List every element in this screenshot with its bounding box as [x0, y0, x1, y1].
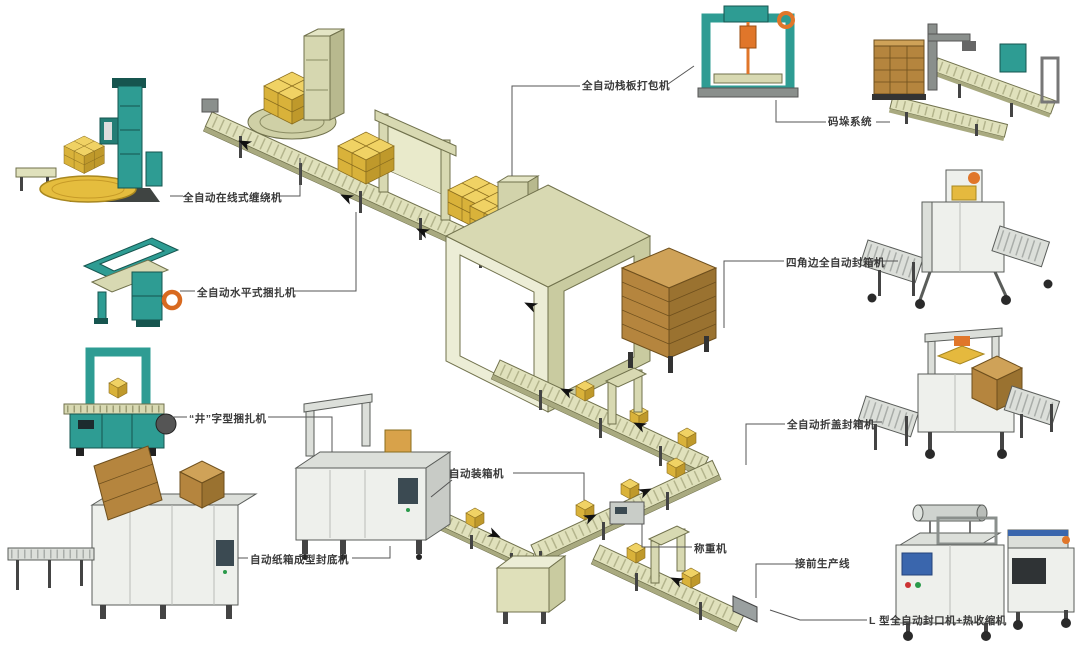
label-palletizing-system: 码垛系统 — [828, 116, 872, 128]
callout-lines — [170, 65, 898, 621]
label-horizontal-strapper: 全自动水平式捆扎机 — [197, 287, 296, 299]
bottom-conveyor — [590, 544, 746, 632]
well-strapper-illustration — [63, 347, 177, 456]
corrugated-sheet-stack — [620, 247, 718, 373]
bottom-portal-frame — [647, 525, 691, 584]
label-flap-fold-sealer: 全自动折盖封箱机 — [787, 419, 875, 431]
bottom-conveyor-legs — [635, 573, 702, 620]
weigher-station — [609, 501, 645, 525]
lower-conveyor-legs — [539, 390, 662, 466]
carton-former-illustration — [7, 445, 258, 619]
label-case-packer: 自动装箱机 — [449, 468, 504, 480]
lower-conveyor — [490, 359, 710, 477]
pallet-strapper-illustration — [697, 5, 799, 98]
bottom-end-station — [495, 555, 567, 624]
flat-carton-stack — [93, 445, 163, 521]
folding-arms — [936, 345, 986, 365]
lift-column — [927, 23, 938, 91]
label-well-type-strapper: “井”字型捆扎机 — [189, 413, 267, 425]
sealing-hood — [936, 516, 998, 546]
line-end-motor — [201, 98, 219, 113]
flap-fold-sealer-illustration — [857, 327, 1061, 459]
strap-dispenser — [155, 413, 177, 435]
label-l-type-sealer: L 型全自动封口机+热收缩机 — [869, 615, 1007, 627]
strap-coil — [161, 289, 183, 311]
strap-head — [739, 25, 757, 49]
label-pallet-strapper: 全自动栈板打包机 — [582, 80, 670, 92]
upstream-end-ramp — [732, 595, 758, 623]
label-carton-former: 自动纸箱成型封底机 — [250, 554, 349, 566]
label-weigher: 称重机 — [694, 543, 727, 555]
palletizer-illustration — [872, 23, 1060, 142]
label-inline-wrapper: 全自动在线式缠绕机 — [183, 192, 282, 204]
horizontal-strapper-illustration — [82, 237, 183, 327]
case-packer-illustration — [294, 393, 452, 560]
control-panel — [901, 552, 933, 576]
wrapper-machine-illustration — [15, 78, 163, 203]
line-portal-frame — [604, 367, 648, 425]
wrapper-tower — [303, 28, 345, 121]
tape-roll — [968, 172, 980, 184]
l-sealer-shrink-illustration — [895, 504, 1075, 641]
formed-carton — [178, 460, 226, 509]
label-upstream-line: 接前生产线 — [795, 558, 850, 570]
main-line — [201, 28, 758, 632]
label-four-corner-sealer: 四角边全自动封箱机 — [786, 257, 885, 269]
four-corner-sealer-illustration — [859, 169, 1053, 309]
central-cabin — [444, 184, 652, 413]
